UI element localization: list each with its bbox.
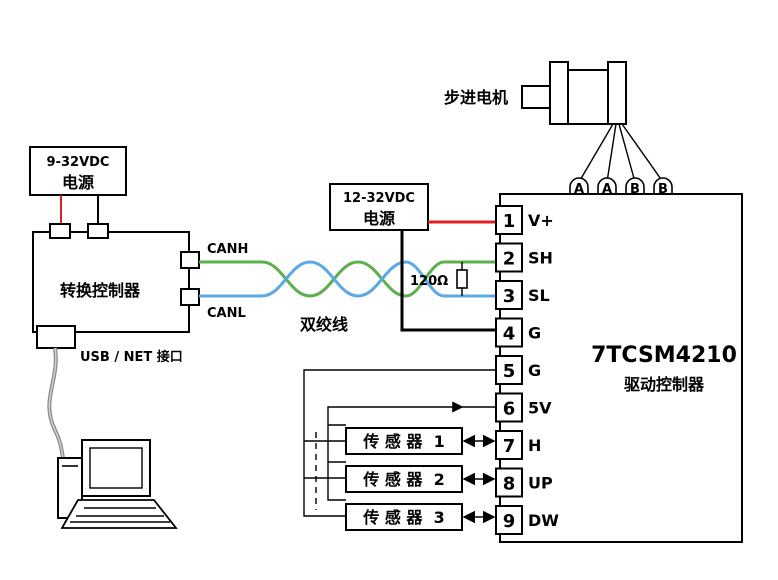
- monitor-screen: [89, 447, 143, 489]
- terminal-box: [495, 430, 523, 460]
- terminal-1: 1 V+: [495, 205, 554, 235]
- terminal-label: G: [528, 324, 541, 343]
- power-supply-mid-label: 电源: [363, 209, 395, 228]
- usb-cable: [47, 347, 70, 472]
- driver-model: 7TCSM4210: [591, 343, 737, 368]
- terminal-box: [495, 242, 523, 273]
- wire-5v-6: [327, 406, 462, 501]
- terminal-number: 2: [503, 249, 516, 270]
- terminal-label: SL: [528, 286, 550, 305]
- sensor-2: 传 感 器 2: [345, 465, 463, 493]
- terminal-label: G: [528, 361, 541, 380]
- keyboard: [60, 499, 178, 529]
- converter-canl-connector: [180, 288, 200, 306]
- terminal-box: [495, 205, 523, 235]
- power-supply-left: 9-32VDC 电源: [29, 146, 127, 196]
- sensor-3: 传 感 器 3: [345, 503, 463, 531]
- usb-net-label: USB / NET 接口: [80, 349, 183, 365]
- sensor-1-label: 传 感 器 1: [362, 432, 444, 451]
- terminal-label: DW: [528, 511, 559, 530]
- terminal-label: UP: [528, 474, 553, 493]
- terminal-box: [495, 317, 523, 348]
- usb-connector: [36, 325, 76, 349]
- converter-power-connector-1: [49, 223, 71, 239]
- converter-label: 转换控制器: [60, 281, 141, 300]
- blue-wire-canl: [199, 260, 407, 298]
- canl-label: CANL: [207, 306, 246, 321]
- terminal-2: 2 SH: [495, 242, 553, 273]
- twisted-pair-label: 双绞线: [300, 315, 348, 334]
- terminal-number: 4: [503, 324, 516, 345]
- ground-black-wire: [400, 230, 496, 332]
- terminal-box: [495, 280, 523, 310]
- blue-wire-to-sl: [405, 260, 496, 298]
- terminal-label: 5V: [528, 399, 552, 418]
- computer: [47, 347, 178, 529]
- terminal-number: 7: [503, 436, 516, 457]
- motor-wire-b-minus: [621, 123, 664, 183]
- twisted-pair-cable: 双绞线: [199, 260, 496, 334]
- svg-text:B: B: [658, 182, 668, 197]
- driver-label: 驱动控制器: [624, 375, 705, 394]
- terminating-resistor: 120Ω: [410, 262, 468, 296]
- terminal-box: [495, 355, 523, 385]
- terminal-number: 5: [503, 361, 516, 382]
- svg-text:B: B: [630, 182, 640, 197]
- terminal-label: H: [528, 436, 541, 455]
- motor-label: 步进电机: [444, 88, 508, 107]
- converter-power-connector-2: [87, 223, 109, 239]
- driver-controller: 7TCSM4210 驱动控制器: [499, 193, 743, 543]
- svg-text:A: A: [602, 182, 612, 197]
- terminal-label: SH: [528, 249, 553, 268]
- sensor-2-label: 传 感 器 2: [362, 470, 444, 489]
- green-wire-to-sh: [405, 260, 496, 298]
- power-supply-mid-box: [329, 183, 429, 231]
- resistor-label: 120Ω: [410, 274, 448, 289]
- motor-wire-b-plus: [618, 123, 636, 183]
- power-supply-left-box: [29, 146, 127, 196]
- resistor-body: [456, 269, 468, 289]
- terminal-label: V+: [528, 211, 554, 230]
- terminal-number: 3: [503, 286, 516, 307]
- converter-canh-connector: [180, 251, 200, 269]
- power-supply-mid: 12-32VDC 电源: [329, 183, 429, 231]
- terminal-box: [495, 467, 523, 498]
- motor-wire-a-minus: [606, 123, 617, 183]
- terminal-number: 8: [503, 474, 516, 495]
- terminal-number: 6: [503, 399, 516, 420]
- terminal-box: [495, 505, 523, 535]
- converter-box: [32, 231, 190, 333]
- power-supply-mid-voltage: 12-32VDC: [343, 191, 415, 206]
- terminal-number: 1: [503, 211, 516, 232]
- canh-label: CANH: [207, 242, 248, 257]
- stepper-motor: 步进电机: [444, 61, 664, 183]
- motor-flange: [549, 61, 569, 125]
- sensors: 传 感 器 1 传 感 器 2 传 感 器 3: [345, 427, 463, 531]
- motor-wire-a-plus: [578, 123, 614, 183]
- svg-text:A: A: [574, 182, 584, 197]
- power-supply-left-label: 电源: [62, 173, 94, 192]
- power-supply-left-voltage: 9-32VDC: [47, 155, 110, 170]
- terminal-6: 6 5V: [495, 392, 552, 423]
- motor-shaft: [521, 85, 551, 109]
- terminal-number: 9: [503, 511, 516, 532]
- terminal-3: 3 SL: [495, 280, 550, 310]
- sensor-3-label: 传 感 器 3: [362, 508, 444, 527]
- wire-ground-5: [303, 369, 496, 517]
- terminal-9: 9 DW: [495, 505, 559, 535]
- sensor-wiring: [303, 369, 496, 524]
- converter-controller: 转换控制器 CANH CANL USB / NET 接口: [32, 223, 248, 365]
- sensor-1: 传 感 器 1: [345, 427, 463, 455]
- motor-rear: [607, 61, 627, 125]
- green-wire-canh: [199, 260, 407, 298]
- driver-box: [499, 193, 743, 543]
- motor-body: [567, 69, 609, 125]
- terminal-8: 8 UP: [495, 467, 553, 498]
